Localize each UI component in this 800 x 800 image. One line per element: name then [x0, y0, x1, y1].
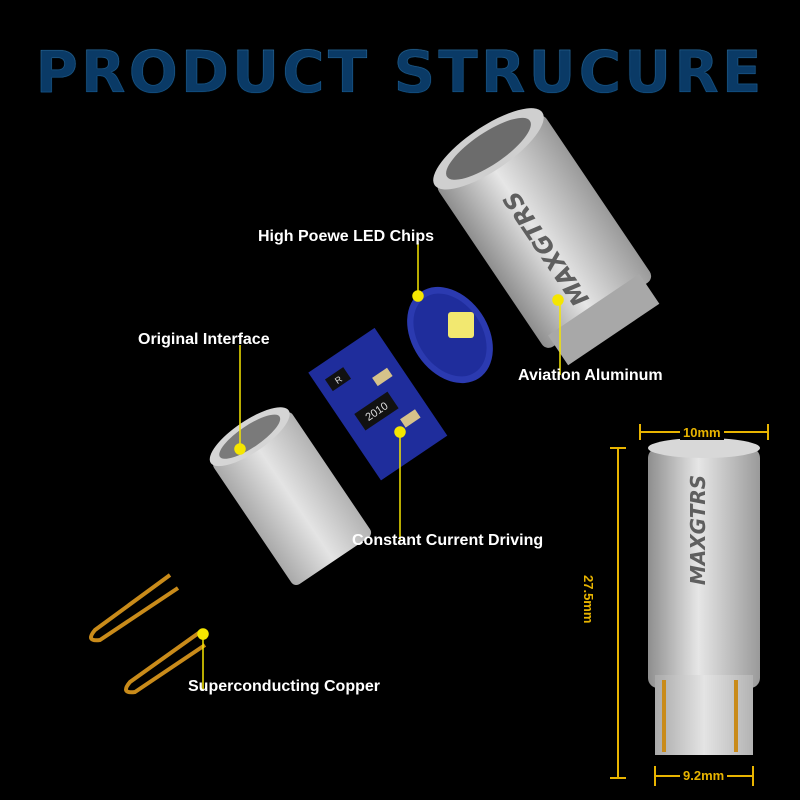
label-original-interface: Original Interface [138, 331, 270, 348]
dimension-width-base: 9.2mm [680, 768, 728, 783]
aluminum-housing: MAXGTRS [433, 108, 660, 366]
driver-pcb: R 2010 [308, 327, 448, 481]
label-led-chips: High Poewe LED Chips [258, 228, 435, 245]
label-constant-current: Constant Current Driving [352, 532, 544, 549]
brand-logo-small: MAXGTRS [686, 475, 710, 585]
dimension-width-top: 10mm [680, 425, 724, 440]
label-superconducting-copper: Superconducting Copper [188, 678, 380, 695]
assembled-bulb: MAXGTRS [648, 438, 760, 755]
page-title: PRODUCT STRUCURE [0, 38, 800, 106]
pcb-marking-r: R [333, 374, 344, 386]
led-chip-board [407, 286, 493, 384]
label-aviation-aluminum: Aviation Aluminum [518, 367, 663, 384]
copper-wires [89, 573, 207, 695]
callout-leaders [197, 243, 564, 690]
dimension-height: 27.5mm [581, 572, 596, 627]
